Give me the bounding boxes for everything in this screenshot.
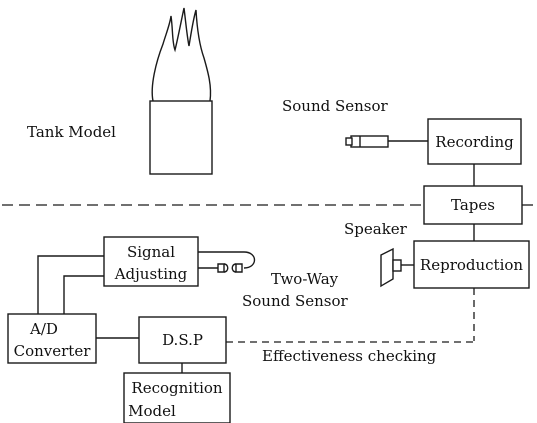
tank-flames [152, 8, 210, 101]
speaker-magnet [393, 260, 401, 271]
signal-to-ad-outer-line [38, 256, 104, 314]
speaker-label: Speaker [344, 220, 408, 238]
tank-model-label: Tank Model [27, 123, 116, 141]
sound-sensor-body [351, 136, 388, 147]
two-way-label-line2: Sound Sensor [242, 292, 349, 310]
recording-label: Recording [435, 133, 514, 151]
tank-body [150, 101, 212, 174]
ad-converter-label-line1: A/D [29, 320, 58, 338]
tank-model-graphic [150, 8, 212, 174]
sound-sensor-tip [346, 138, 352, 145]
recognition-model-label-line2: Model [128, 402, 176, 420]
sound-sensor-graphic [346, 136, 388, 147]
sound-sensor-label: Sound Sensor [282, 97, 389, 115]
two-way-sound-sensor-graphic [198, 252, 255, 272]
signal-to-ad-inner-line [64, 276, 104, 314]
speaker-graphic [381, 249, 401, 286]
signal-adjusting-label-line2: Adjusting [114, 265, 188, 283]
speaker-cone [381, 249, 393, 286]
tapes-label: Tapes [451, 196, 495, 214]
two-way-label-line1: Two-Way [271, 270, 339, 288]
recognition-model-label-line1: Recognition [131, 379, 223, 397]
signal-adjusting-label-line1: Signal [127, 243, 175, 261]
effectiveness-checking-label: Effectiveness checking [262, 347, 437, 365]
ad-converter-label-line2: Converter [14, 342, 92, 360]
dsp-label: D.S.P [162, 331, 203, 349]
reproduction-label: Reproduction [420, 256, 523, 274]
